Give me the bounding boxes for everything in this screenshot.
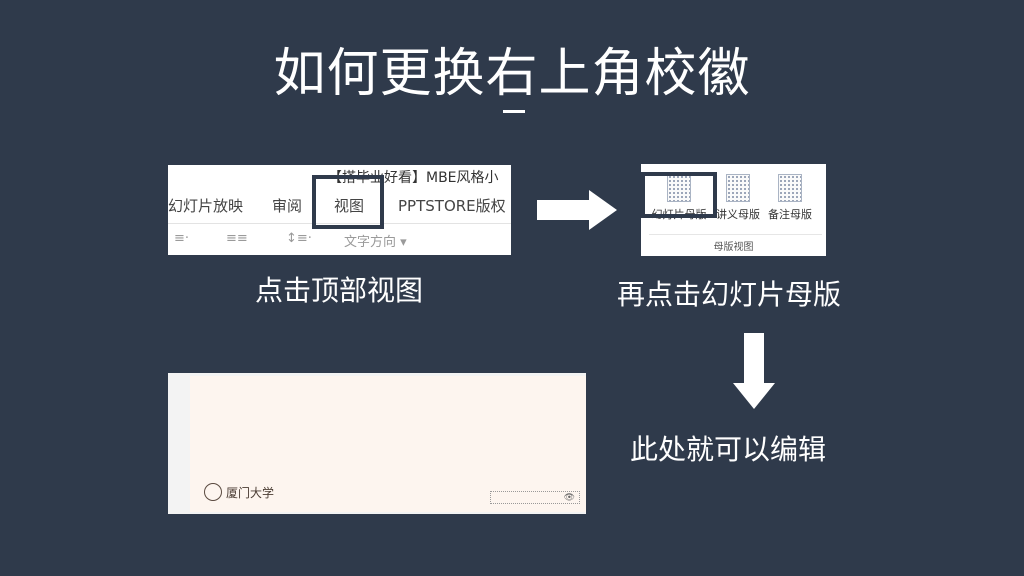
tab-pptstore[interactable]: PPTSTORE版权 [398, 197, 506, 215]
master-view-group-label: 母版视图 [713, 242, 754, 253]
view-tab-highlight-box [312, 175, 384, 229]
slide-master-highlight-box [641, 172, 717, 218]
notes-master-label: 备注母版 [768, 208, 812, 221]
ribbon-tab-row: 幻灯片放映 审阅 视图 PPTSTORE版权 [168, 195, 511, 221]
window-title: 【搭毕业好看】MBE风格小 [328, 170, 499, 186]
tab-slideshow[interactable]: 幻灯片放映 [168, 197, 244, 215]
master-view-screenshot: 幻灯片母版 讲义母版 备注母版 母版视图 [641, 164, 826, 256]
caption-step1: 点击顶部视图 [255, 274, 424, 307]
university-logo-text: 厦门大学 [226, 486, 275, 500]
line-spacing-tool[interactable]: ↕≡· [286, 231, 312, 246]
university-emblem-icon [204, 483, 222, 501]
align-tool[interactable]: ≡· [174, 231, 190, 246]
eye-icon: 👁 [563, 493, 575, 503]
slide-title: 如何更换右上角校徽 [273, 44, 751, 104]
handout-master-button[interactable]: 讲义母版 [705, 172, 771, 228]
slide-master-canvas-screenshot: 厦门大学 👁 [168, 373, 586, 514]
ribbon-tool-row: ≡· ≡≡ ↕≡· 文字方向 ▾ [168, 231, 511, 251]
ribbon-tabs-screenshot: 【搭毕业好看】MBE风格小 幻灯片放映 审阅 视图 PPTSTORE版权 ≡· … [168, 165, 511, 255]
group-divider [649, 234, 822, 235]
master-slide-canvas[interactable]: 厦门大学 👁 [190, 376, 586, 512]
arrow-down-icon [733, 333, 775, 409]
slide-master-icon [667, 174, 691, 202]
ribbon-divider [168, 223, 511, 224]
arrow-right-icon [537, 190, 617, 230]
caption-step3: 此处就可以编辑 [630, 433, 827, 466]
placeholder-box[interactable]: 👁 [490, 491, 580, 504]
title-underline [503, 110, 525, 113]
notes-master-icon [778, 174, 802, 202]
handout-master-label: 讲义母版 [716, 208, 760, 221]
text-direction-tool[interactable]: 文字方向 ▾ [344, 235, 407, 250]
tab-view[interactable]: 视图 [334, 197, 365, 215]
handout-master-icon [726, 174, 750, 202]
columns-tool[interactable]: ≡≡ [226, 231, 248, 246]
tab-review[interactable]: 审阅 [272, 197, 303, 215]
notes-master-button[interactable]: 备注母版 [757, 172, 823, 228]
caption-step2: 再点击幻灯片母版 [617, 278, 842, 311]
